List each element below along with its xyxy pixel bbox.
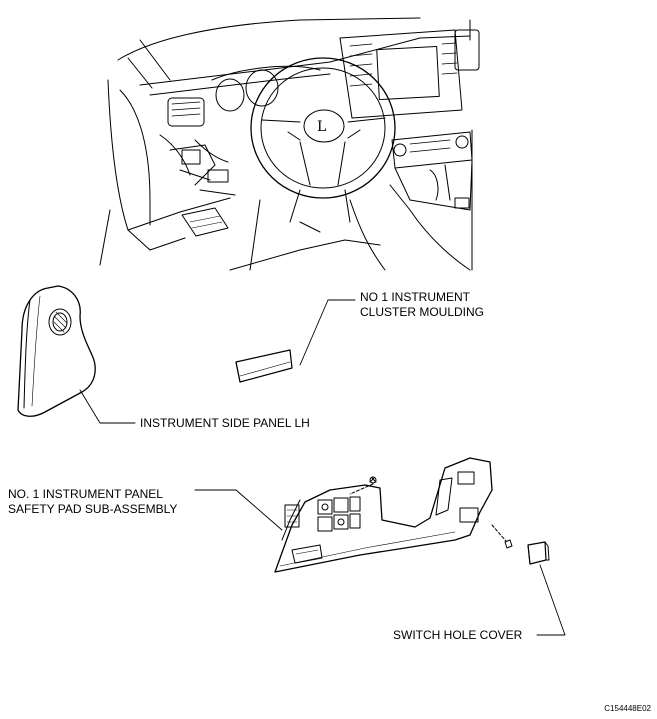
leader-lines	[79, 299, 566, 636]
safety-pad-label-line2: SAFETY PAD SUB-ASSEMBLY	[8, 502, 178, 516]
leader-side-panel	[79, 389, 136, 424]
instrument-side-panel-lh	[17, 285, 96, 417]
figure-code: C154448E02	[604, 704, 651, 713]
safety-pad-label: NO. 1 INSTRUMENT PANEL SAFETY PAD SUB-AS…	[8, 487, 177, 517]
cluster-moulding-part	[235, 349, 293, 383]
cluster-moulding-label: NO 1 INSTRUMENT CLUSTER MOULDING	[360, 290, 484, 320]
cluster-moulding-label-line2: CLUSTER MOULDING	[360, 305, 485, 319]
safety-pad-sub-assembly	[274, 457, 513, 573]
vehicle-interior-illustration: L	[99, 17, 480, 271]
svg-text:L: L	[317, 119, 326, 135]
side-panel-label-text: INSTRUMENT SIDE PANEL LH	[140, 416, 310, 430]
leader-cluster-moulding	[299, 299, 356, 366]
side-panel-label: INSTRUMENT SIDE PANEL LH	[140, 416, 310, 431]
safety-pad-label-line1: NO. 1 INSTRUMENT PANEL	[8, 487, 163, 501]
switch-hole-cover-part	[527, 541, 550, 565]
leader-safety-pad	[194, 489, 283, 531]
switch-cover-label-text: SWITCH HOLE COVER	[393, 628, 523, 642]
steering-wheel	[250, 57, 396, 199]
cluster-moulding-label-line1: NO 1 INSTRUMENT	[360, 290, 471, 304]
switch-cover-label: SWITCH HOLE COVER	[393, 628, 522, 643]
leader-switch-cover	[536, 564, 566, 636]
